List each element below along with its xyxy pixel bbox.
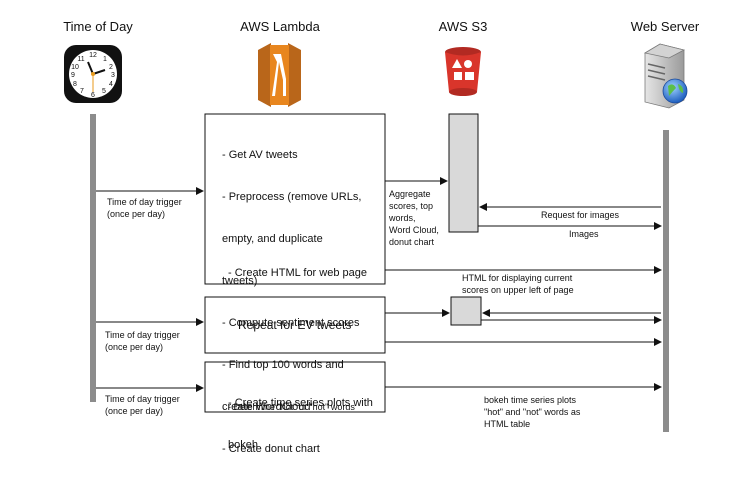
svg-text:3: 3 [111, 72, 115, 79]
lambda-box-timeseries [204, 361, 386, 413]
diagram-canvas: 12 1 2 3 4 5 6 7 8 9 10 11 [64, 43, 688, 432]
lambda-ts-steps: - Create time series plots with bokeh [228, 397, 373, 451]
svg-text:12: 12 [89, 52, 97, 59]
label-html-display: HTML for displaying current scores on up… [462, 273, 574, 295]
lambda-ev-text: Repeat for EV tweets [238, 318, 352, 332]
lambda-box-av [204, 113, 386, 285]
s3-storage-box-ev [450, 296, 482, 326]
aws-s3-bucket-icon [445, 47, 481, 96]
svg-text:11: 11 [77, 56, 84, 63]
svg-text:5: 5 [102, 88, 106, 95]
header-aws-lambda: AWS Lambda [240, 19, 320, 34]
lifeline-time-of-day [90, 114, 96, 402]
svg-text:4: 4 [109, 81, 113, 88]
svg-text:1: 1 [103, 56, 107, 63]
header-time-of-day: Time of Day [63, 19, 133, 34]
lifeline-web-server [663, 130, 669, 432]
svg-text:10: 10 [71, 64, 79, 71]
label-bokeh: bokeh time series plots "hot" and "not" … [484, 395, 581, 429]
s3-storage-box [448, 113, 479, 233]
label-aggregate: Aggregate scores, top words, Word Cloud,… [389, 189, 439, 247]
svg-text:2: 2 [109, 64, 113, 71]
lambda-av-steps: - Get AV tweets - Preprocess (remove URL… [222, 149, 362, 455]
trigger-label-3: Time of day trigger(once per day) [105, 394, 180, 416]
label-request-images: Request for images [541, 210, 620, 220]
lambda-box-ev [204, 296, 386, 354]
header-aws-s3: AWS S3 [438, 19, 488, 34]
svg-text:7: 7 [80, 88, 84, 95]
lambda-ts-hot-not: - Determine "hot" or "not" words [228, 402, 355, 412]
svg-text:9: 9 [71, 72, 75, 79]
lambda-av-html-step: - Create HTML for web page [228, 267, 367, 279]
svg-text:8: 8 [73, 81, 77, 88]
web-server-icon [643, 43, 688, 109]
clock-icon: 12 1 2 3 4 5 6 7 8 9 10 11 [64, 45, 122, 103]
header-web-server: Web Server [630, 19, 700, 34]
trigger-label-1: Time of day trigger(once per day) [107, 197, 182, 219]
svg-text:6: 6 [91, 92, 95, 99]
label-images: Images [569, 229, 599, 239]
sequence-diagram: Time of Day AWS Lambda AWS S3 Web Server… [63, 19, 700, 455]
trigger-label-2: Time of day trigger(once per day) [105, 330, 180, 352]
aws-lambda-icon [258, 43, 301, 107]
